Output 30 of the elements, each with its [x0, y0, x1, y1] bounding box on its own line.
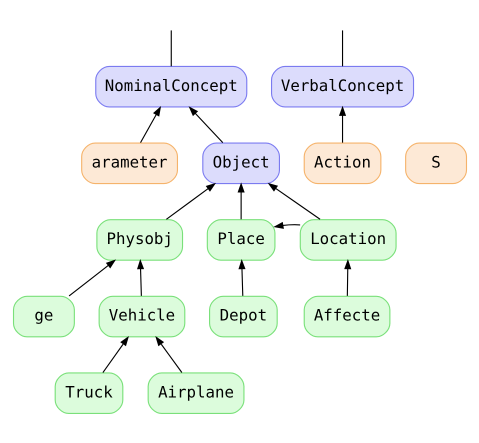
- connector: [170, 30, 172, 66]
- node-box: S: [404, 142, 467, 184]
- node-box: Affecte: [303, 296, 390, 338]
- arrow: [238, 259, 246, 296]
- arrow: [136, 259, 144, 296]
- arrow: [338, 106, 346, 143]
- arrow: [140, 106, 161, 143]
- node-box: Physobj: [96, 219, 183, 261]
- arrow: [188, 106, 223, 144]
- node-box: ge: [12, 296, 74, 338]
- node-box: Place: [206, 219, 275, 261]
- arrow: [154, 336, 182, 373]
- node-box: Location: [299, 219, 396, 261]
- arrow: [344, 259, 351, 296]
- arrow: [102, 336, 128, 373]
- node-box: Depot: [208, 296, 278, 338]
- node-box: Action: [303, 142, 381, 184]
- node-box: Object: [202, 142, 280, 184]
- node-box: Truck: [54, 372, 123, 414]
- node-box: arameter: [80, 142, 178, 184]
- node-box: VerbalConcept: [270, 66, 414, 108]
- node-box: Vehicle: [98, 296, 185, 338]
- node-box: Airplane: [147, 372, 244, 414]
- arrow: [166, 182, 216, 220]
- connector: [341, 30, 343, 66]
- arrow: [272, 222, 300, 229]
- node-box: NominalConcept: [94, 66, 247, 108]
- arrow: [267, 182, 320, 220]
- arrow: [237, 182, 244, 220]
- arrow: [68, 259, 116, 296]
